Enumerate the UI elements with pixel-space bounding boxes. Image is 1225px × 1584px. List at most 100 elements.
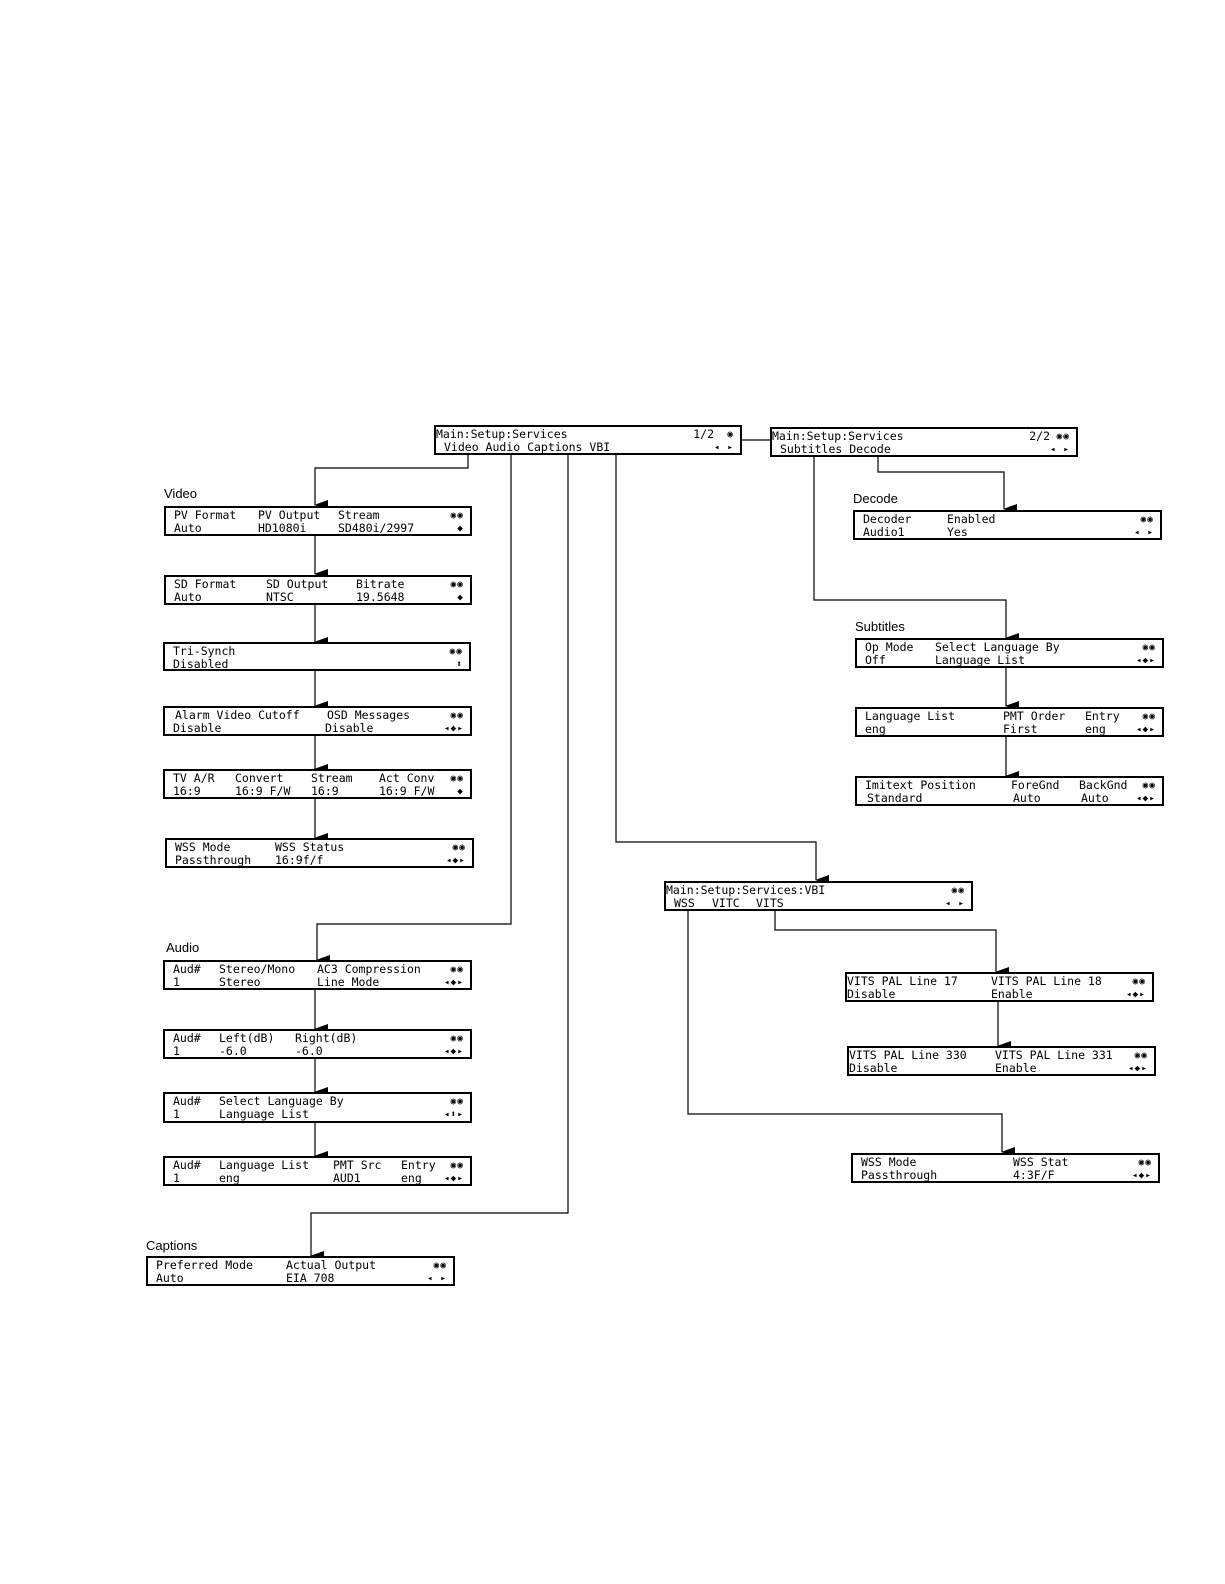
- menu-field-value: AUD1: [333, 1171, 361, 1185]
- menu-field-value: Auto: [174, 521, 202, 535]
- navigation-arrows-icon: ◂◆▸: [443, 1173, 464, 1184]
- menu-field-label: WSS Status: [275, 840, 345, 854]
- button-dots-icon: ◉◉: [450, 510, 464, 521]
- button-dots-icon: ◉◉: [1132, 976, 1146, 987]
- menu-field-value: Disable: [173, 721, 222, 735]
- button-dots-icon: ◉◉: [450, 773, 464, 784]
- menu-field-value: Subtitles Decode: [780, 442, 891, 456]
- navigation-arrows-icon: ◂◆▸: [1135, 724, 1156, 735]
- menu-field-value: Off: [865, 653, 886, 667]
- navigation-arrows-icon: ◂ ▸: [1133, 527, 1154, 538]
- menu-field-value: VITS: [756, 896, 784, 910]
- label-captions: Captions: [146, 1238, 198, 1253]
- menu-field-value: NTSC: [266, 590, 294, 604]
- menu-field-label: Actual Output: [286, 1258, 377, 1272]
- menu-field-label: Bitrate: [356, 577, 405, 591]
- label-subtitles: Subtitles: [855, 619, 905, 634]
- menu-field-value: 16:9 F/W: [235, 784, 291, 798]
- button-dots-icon: ◉◉: [1142, 711, 1156, 722]
- menu-field-label: WSS Mode: [175, 840, 231, 854]
- menu-field-value: Disable: [325, 721, 374, 735]
- navigation-arrows-icon: ◂◆▸: [443, 977, 464, 988]
- menu-line1: Aud#Left(dB)Right(dB): [165, 1032, 470, 1045]
- menu-field-value: 4:3F/F: [1013, 1168, 1055, 1182]
- menu-field-label: Aud#: [173, 1094, 201, 1108]
- navigation-arrows-icon: ◂ ▸: [713, 442, 734, 453]
- menu-field-label: Convert: [235, 771, 284, 785]
- menu-line2: Video Audio Captions VBI: [436, 441, 740, 454]
- menu-field-label: PV Format: [174, 508, 237, 522]
- button-dots-icon: ◉◉: [450, 579, 464, 590]
- menu-field-value: SD480i/2997: [338, 521, 415, 535]
- navigation-arrows-icon: ◂◆▸: [445, 855, 466, 866]
- navigation-arrows-icon: ◆: [457, 592, 464, 603]
- menu-field-label: Right(dB): [295, 1031, 358, 1045]
- menu-line2: Disable Disable: [165, 722, 470, 735]
- menu-line2: Passthrough 4:3F/F: [853, 1169, 1158, 1182]
- menu-field-value: Auto: [1081, 791, 1109, 805]
- menu-field-label: PMT Src: [333, 1158, 382, 1172]
- menu-field-value: eng: [865, 722, 886, 736]
- navigation-arrows-icon: ◆: [457, 523, 464, 534]
- button-dots-icon: ◉◉: [450, 1160, 464, 1171]
- navigation-arrows-icon: ◆: [457, 786, 464, 797]
- button-dots-icon: ◉◉: [1056, 431, 1070, 442]
- button-dots-icon: ◉◉: [951, 885, 965, 896]
- menu-field-value: Line Mode: [317, 975, 380, 989]
- button-dots-icon: ◉◉: [450, 964, 464, 975]
- button-dots-icon: ◉◉: [449, 646, 463, 657]
- button-dots-icon: ◉◉: [450, 1033, 464, 1044]
- menu-field-label: Imitext Position: [865, 778, 976, 792]
- navigation-arrows-icon: ⬍: [456, 659, 463, 670]
- menu-field-value: eng: [401, 1171, 422, 1185]
- menu-field-value: HD1080i: [258, 521, 307, 535]
- menu-field-value: Passthrough: [175, 853, 252, 867]
- menu-field-value: Auto: [156, 1271, 184, 1285]
- menu-field-value: First: [1003, 722, 1038, 736]
- menu-audio-levels[interactable]: Aud#Left(dB)Right(dB)1-6.0-6.0◉◉◂◆▸: [163, 1029, 472, 1059]
- menu-field-label: Language List: [219, 1158, 310, 1172]
- menu-line1: Main:Setup:Services: [772, 430, 1076, 443]
- menu-field-value: Passthrough: [861, 1168, 938, 1182]
- link-vbi-wss: [687, 910, 1015, 1157]
- link-video: [314, 454, 469, 510]
- menu-field-label: Aud#: [173, 962, 201, 976]
- menu-field-value: Yes: [947, 525, 968, 539]
- link-subtitles: [813, 456, 1019, 643]
- menu-field-label: Decoder: [863, 512, 912, 526]
- menu-field-label: PV Output: [258, 508, 321, 522]
